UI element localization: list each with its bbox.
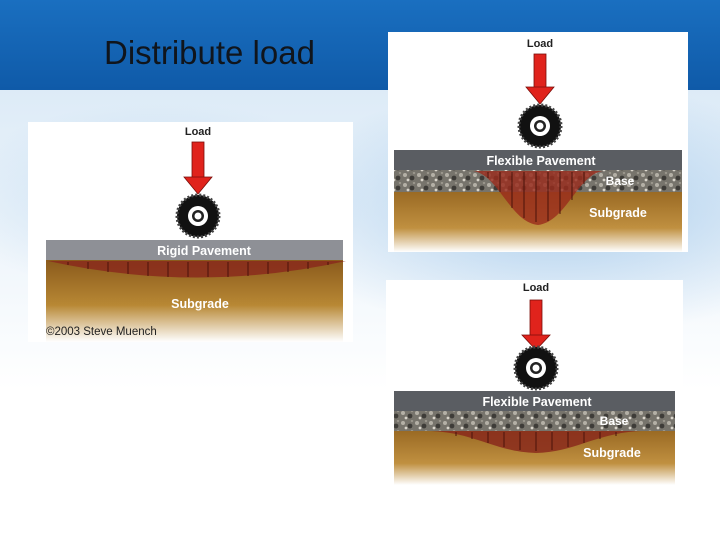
load-arrow-icon [521, 299, 551, 351]
pressure-distribution [48, 261, 346, 278]
copyright-text: ©2003 Steve Muench [46, 326, 157, 338]
base-label: Base [606, 174, 635, 188]
rigid-pavement-label: Rigid Pavement [157, 244, 252, 258]
flexible-pavement-label: Flexible Pavement [486, 154, 596, 168]
base-layer [394, 411, 675, 431]
subgrade-label: Subgrade [171, 297, 229, 311]
pressure-distribution [473, 171, 603, 225]
flexible-pavement-layer [394, 391, 675, 411]
pressure-arrows [67, 262, 329, 277]
load-arrow-icon [183, 141, 213, 195]
load-arrow-icon [525, 53, 555, 105]
base-label: Base [600, 414, 629, 428]
load-label: Load [523, 282, 549, 294]
rigid-pavement-layer [46, 240, 343, 260]
load-label: Load [185, 126, 211, 138]
flexible-pavement-diagram-top: Load Flexible Pavement Base Subgrade [388, 32, 688, 252]
flexible-pavement-top-svg: Load Flexible Pavement Base Subgrade [394, 38, 682, 252]
pressure-arrows [455, 432, 617, 451]
pressure-arrows [487, 172, 585, 222]
rigid-pavement-svg: Load Rigid Pavement Subgrade [46, 126, 346, 342]
flexible-pavement-bottom-svg: Load Flexible Pavement Base Subgrade [394, 282, 675, 485]
tire-icon [513, 345, 559, 391]
flexible-pavement-label: Flexible Pavement [482, 395, 592, 409]
slide-title: Distribute load [104, 34, 315, 71]
flexible-pavement-layer [394, 150, 682, 170]
flexible-pavement-diagram-bottom: Load Flexible Pavement Base Subgrade [386, 280, 683, 485]
rigid-pavement-diagram: Load Rigid Pavement Subgrade [28, 122, 353, 342]
subgrade-label: Subgrade [583, 446, 641, 460]
load-label: Load [527, 38, 553, 50]
subgrade-label: Subgrade [589, 206, 647, 220]
tire-icon [175, 193, 221, 239]
tire-icon [517, 103, 563, 149]
